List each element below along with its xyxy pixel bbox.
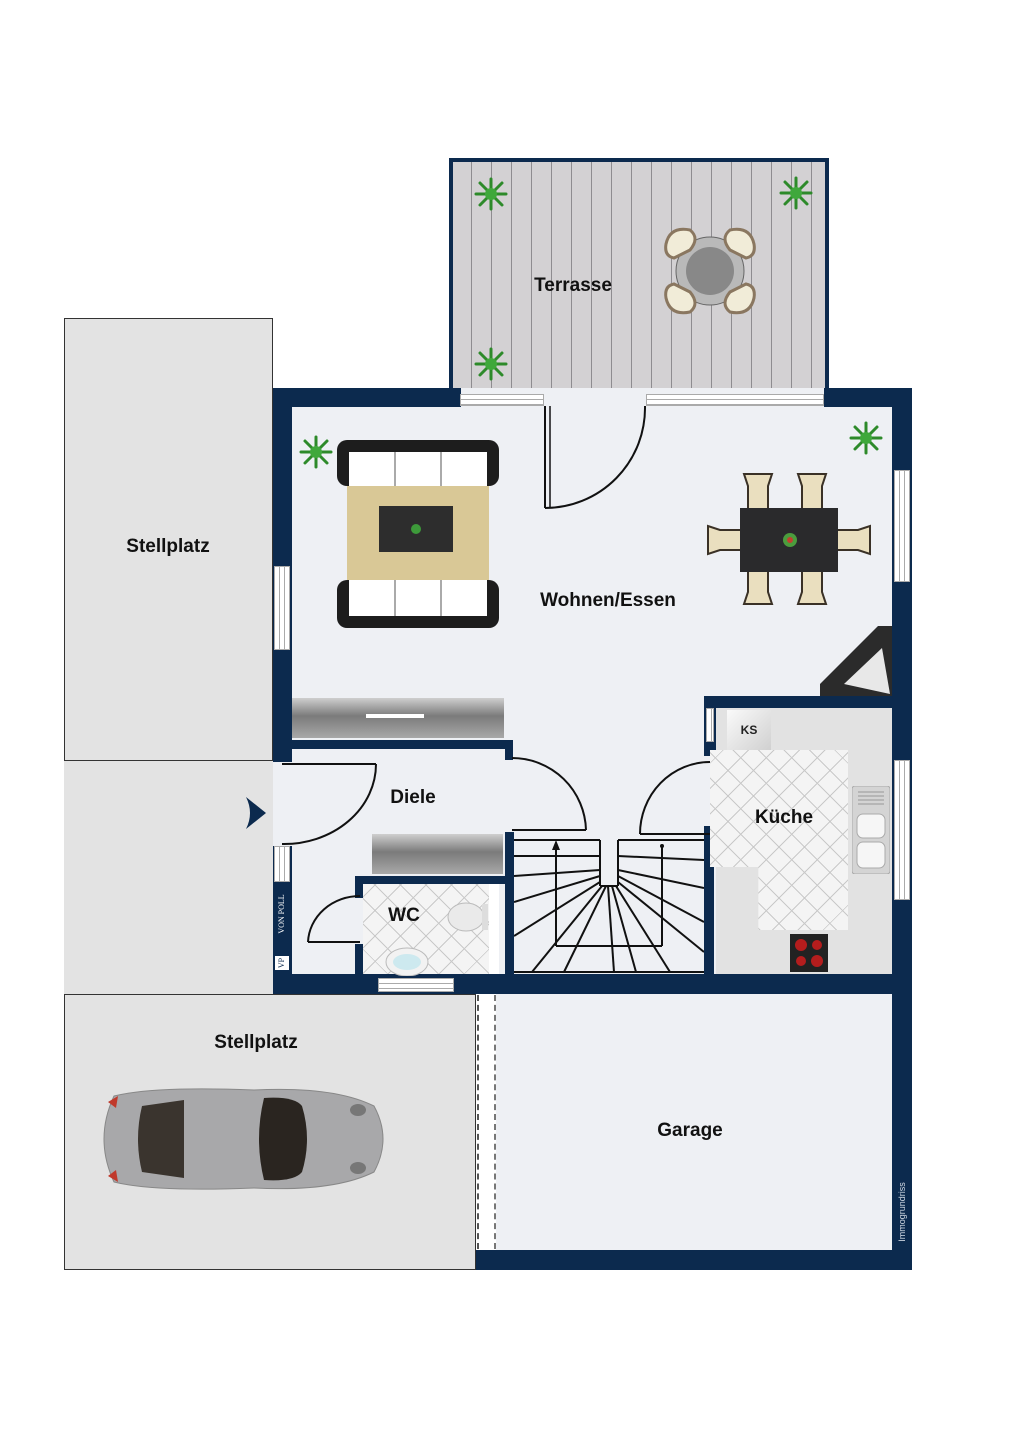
garage-floor: [496, 994, 892, 1250]
cooktop: [790, 934, 828, 972]
room-label-stellplatz-bottom: Stellplatz: [214, 1032, 298, 1053]
sideboard-handle: [366, 714, 424, 718]
sofa-set-with-rug: [337, 440, 499, 628]
window-terrace-left: [460, 394, 544, 406]
garage-door[interactable]: [477, 995, 496, 1249]
room-label-garage: Garage: [657, 1120, 723, 1141]
parking-space-top: [64, 318, 273, 761]
wc-floor-tiles: [363, 884, 489, 974]
wall-wc-left-lower: [355, 944, 363, 976]
sideboard-living: [292, 698, 504, 738]
door-kitchen-swing[interactable]: [636, 758, 712, 840]
wall-top-left: [273, 388, 461, 407]
wall-kitchen-top: [706, 696, 906, 708]
entrance-arrow-icon: [246, 797, 266, 829]
window-kitchen-right: [894, 760, 910, 900]
garage-wall-bottom: [476, 1250, 912, 1270]
logo-name: VON POLL: [277, 894, 286, 934]
plant-icon: [299, 435, 333, 469]
kitchen-sink: [852, 786, 890, 874]
fridge-label: KS: [740, 723, 758, 737]
wall-stairs-right: [704, 826, 714, 976]
terrace-deck: [452, 161, 826, 393]
watermark: Immogrundriss: [897, 1182, 907, 1242]
window-living-left: [274, 566, 290, 650]
wall-wc-left: [355, 876, 363, 898]
window-wc-bottom: [378, 978, 454, 992]
terrace-border-right: [825, 158, 829, 394]
room-label-stellplatz-top: Stellplatz: [126, 536, 210, 557]
wc-wall-right: [489, 884, 499, 974]
terrace-door-opening: [544, 388, 646, 407]
room-label-diele: Diele: [390, 787, 436, 808]
garage-wall-right: [892, 974, 912, 1270]
plant-icon: [474, 177, 508, 211]
wardrobe-diele: [372, 834, 503, 874]
terrace-border-top: [449, 158, 829, 162]
plant-icon: [849, 421, 883, 455]
plant-icon: [474, 347, 508, 381]
room-label-terrasse: Terrasse: [534, 275, 612, 296]
room-label-wohnen-essen: Wohnen/Essen: [540, 590, 676, 611]
wall-wc-top: [355, 876, 505, 884]
terrace-border-left: [449, 158, 453, 394]
wall-living-diele: [273, 740, 513, 749]
kitchen-floor-tiles: [710, 750, 848, 930]
staircase: [514, 839, 704, 973]
window-terrace-right: [646, 394, 824, 406]
car-icon: [103, 1088, 384, 1190]
wash-basin: [385, 947, 429, 976]
logo-initials: VP: [275, 956, 289, 970]
wall-living-diele-stub: [505, 740, 513, 760]
von-poll-logo: VON POLL VP: [274, 882, 290, 974]
plant-icon: [779, 176, 813, 210]
terrace-table-set: [664, 227, 756, 315]
window-kitchen-inner: [706, 708, 714, 742]
front-door-swing[interactable]: [280, 760, 380, 846]
window-diele-left: [274, 846, 290, 882]
room-label-kueche: Küche: [754, 807, 814, 828]
wall-top-right: [824, 388, 912, 407]
wall-stairs-left: [505, 832, 514, 976]
door-wc-swing[interactable]: [304, 894, 364, 946]
stairs-arrow-icon: [552, 840, 560, 850]
fridge: KS: [727, 710, 771, 750]
entrance-area: [64, 761, 274, 994]
terrace-door-swing[interactable]: [540, 404, 650, 514]
window-dining-right: [894, 470, 910, 582]
toilet: [447, 902, 488, 932]
dining-table-set: [707, 473, 871, 605]
front-door-opening: [273, 762, 292, 846]
garage-wall-top: [476, 974, 912, 994]
room-label-wc: WC: [388, 905, 420, 926]
fireplace: [820, 626, 892, 696]
door-diele-living-swing[interactable]: [510, 756, 590, 836]
